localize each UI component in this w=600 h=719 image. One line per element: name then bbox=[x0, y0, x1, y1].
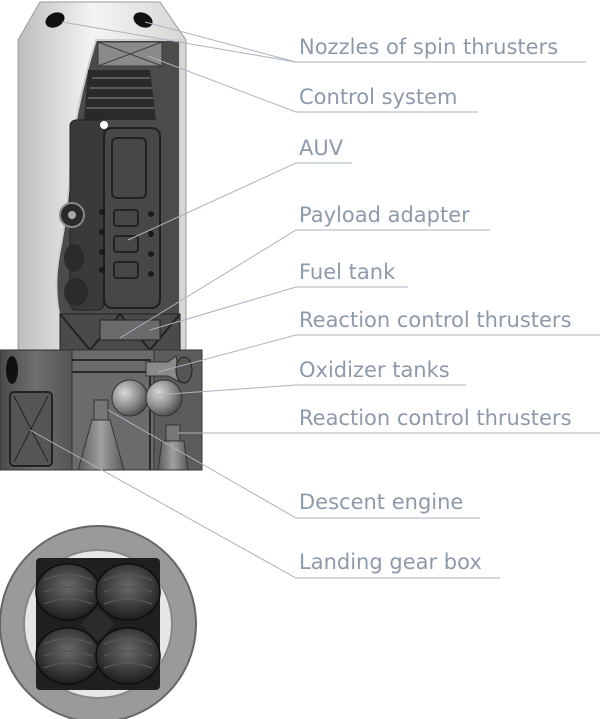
label-fuel-tank: Fuel tank bbox=[299, 260, 396, 284]
rcs-thruster-upper bbox=[145, 355, 193, 384]
label-control-system: Control system bbox=[299, 85, 458, 109]
bottom-view bbox=[0, 525, 197, 719]
control-system-box bbox=[97, 41, 163, 67]
label-landing-gear-box: Landing gear box bbox=[299, 550, 482, 574]
leader-lines bbox=[29, 21, 600, 579]
labels: Nozzles of spin thrusters Control system… bbox=[299, 35, 572, 574]
label-nozzles-of-spin-thrusters: Nozzles of spin thrusters bbox=[299, 35, 558, 59]
payload-adapter bbox=[59, 312, 181, 352]
oxidizer-tanks bbox=[111, 379, 183, 417]
descent-engine bbox=[77, 399, 125, 471]
spin-nozzle-left bbox=[45, 12, 65, 28]
label-auv: AUV bbox=[299, 136, 344, 160]
label-reaction-control-thrusters-lower: Reaction control thrusters bbox=[299, 406, 572, 430]
label-descent-engine: Descent engine bbox=[299, 490, 463, 514]
label-oxidizer-tanks: Oxidizer tanks bbox=[299, 358, 450, 382]
spin-nozzle-right bbox=[133, 12, 153, 28]
label-payload-adapter: Payload adapter bbox=[299, 203, 470, 227]
auv bbox=[59, 70, 161, 311]
label-reaction-control-thrusters-upper: Reaction control thrusters bbox=[299, 308, 572, 332]
